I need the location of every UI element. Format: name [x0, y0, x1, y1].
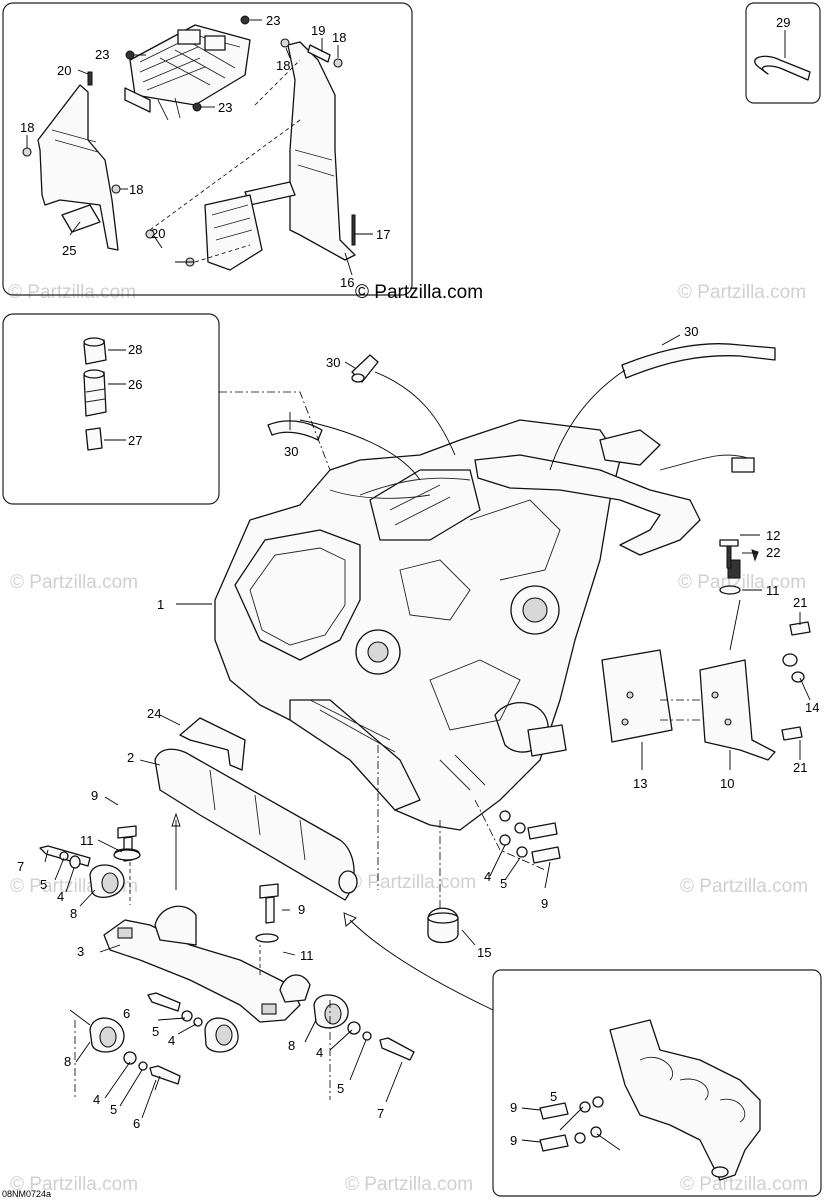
watermark-text: © Partzilla.com: [678, 572, 806, 593]
hose-left: [267, 420, 323, 441]
fastener-inset-frame: [2, 313, 220, 505]
watermark-text: © Partzilla.com: [680, 1174, 808, 1195]
diagram-reference-code: 08NM0724a: [2, 1189, 51, 1199]
electrical-box-inset-frame: [2, 2, 413, 296]
left-bracket: [37, 84, 119, 251]
hose-top-right: [621, 343, 776, 379]
callout-13: 13: [633, 776, 647, 791]
callout-4: 4: [316, 1045, 323, 1060]
callout-5: 5: [152, 1024, 159, 1039]
callout-18: 18: [276, 58, 290, 73]
tie-wrap: [754, 30, 811, 81]
fastener-hardware: [39, 810, 561, 1085]
callout-5: 5: [500, 876, 507, 891]
callout-16: 16: [340, 275, 354, 290]
watermark-text: © Partzilla.com: [345, 1174, 473, 1195]
callout-12: 12: [766, 528, 780, 543]
callout-6: 6: [133, 1116, 140, 1131]
callout-5: 5: [550, 1089, 557, 1104]
callout-22: 22: [766, 545, 780, 560]
callout-3: 3: [77, 944, 84, 959]
callout-9: 9: [298, 902, 305, 917]
callout-18: 18: [332, 30, 346, 45]
frame-mount-inset-parts: [539, 1019, 761, 1181]
callout-4: 4: [57, 889, 64, 904]
callout-30: 30: [326, 355, 340, 370]
watermark-text: © Partzilla.com: [10, 572, 138, 593]
callout-1: 1: [157, 597, 164, 612]
callout-11: 11: [80, 833, 94, 848]
top-inset-leaders: [26, 19, 373, 276]
callout-9: 9: [541, 896, 548, 911]
callout-11: 11: [300, 948, 314, 963]
callout-5: 5: [337, 1081, 344, 1096]
hose-short-top: [351, 354, 379, 383]
callout-14: 14: [805, 700, 819, 715]
engine-mount-plate: [103, 905, 311, 1023]
callout-30: 30: [284, 444, 298, 459]
callout-25: 25: [62, 243, 76, 258]
callout-19: 19: [311, 23, 325, 38]
watermarks: © Partzilla.com © Partzilla.com © Partzi…: [8, 282, 808, 1195]
callout-28: 28: [128, 342, 142, 357]
callout-4: 4: [93, 1092, 100, 1107]
callout-11: 11: [766, 583, 780, 598]
leader-lines: [44, 334, 811, 1151]
tie-wrap-inset-frame: [745, 2, 821, 104]
callout-26: 26: [128, 377, 142, 392]
watermark-text: © Partzilla.com: [8, 282, 136, 303]
callout-27: 27: [128, 433, 142, 448]
callout-8: 8: [64, 1054, 71, 1069]
callout-7: 7: [377, 1106, 384, 1121]
callout-21: 21: [793, 760, 807, 775]
callout-18: 18: [129, 182, 143, 197]
callout-23: 23: [218, 100, 232, 115]
callout-17: 17: [376, 227, 390, 242]
callout-15: 15: [477, 945, 491, 960]
right-bracket: [244, 41, 356, 261]
callout-18: 18: [20, 120, 34, 135]
brand-label: © Partzilla.com: [355, 282, 483, 303]
callout-4: 4: [484, 869, 491, 884]
watermark-text: © Partzilla.com: [348, 872, 476, 893]
callout-29: 29: [776, 15, 790, 30]
callout-10: 10: [720, 776, 734, 791]
callout-30: 30: [684, 324, 698, 339]
callout-8: 8: [288, 1038, 295, 1053]
callout-5: 5: [110, 1102, 117, 1117]
callout-9: 9: [510, 1100, 517, 1115]
callout-20: 20: [57, 63, 71, 78]
fuse-box-assembly: [124, 24, 251, 121]
right-mount-assembly: [601, 539, 811, 761]
watermark-text: © Partzilla.com: [680, 876, 808, 897]
callout-6: 6: [123, 1006, 130, 1021]
callout-7: 7: [17, 859, 24, 874]
ecu-module: [204, 194, 263, 271]
watermark-text: © Partzilla.com: [10, 1174, 138, 1195]
watermark-text: © Partzilla.com: [678, 282, 806, 303]
callout-20: 20: [151, 226, 165, 241]
callout-23: 23: [95, 47, 109, 62]
callout-labels: 23 19 18 18 23 20 23 18 18 17 20 25 16 2…: [17, 13, 819, 1148]
callout-2: 2: [127, 750, 134, 765]
engine-assembly: [214, 419, 755, 831]
callout-23: 23: [266, 13, 280, 28]
frame-mount-inset-frame: [492, 969, 822, 1197]
callout-9: 9: [510, 1133, 517, 1148]
callout-9: 9: [91, 788, 98, 803]
callout-24: 24: [147, 706, 161, 721]
callout-5: 5: [40, 877, 47, 892]
callout-21: 21: [793, 595, 807, 610]
callout-8: 8: [70, 906, 77, 921]
front-mount-bracket: [154, 717, 358, 901]
fastener-inset-parts: [83, 337, 126, 451]
callout-4: 4: [168, 1033, 175, 1048]
